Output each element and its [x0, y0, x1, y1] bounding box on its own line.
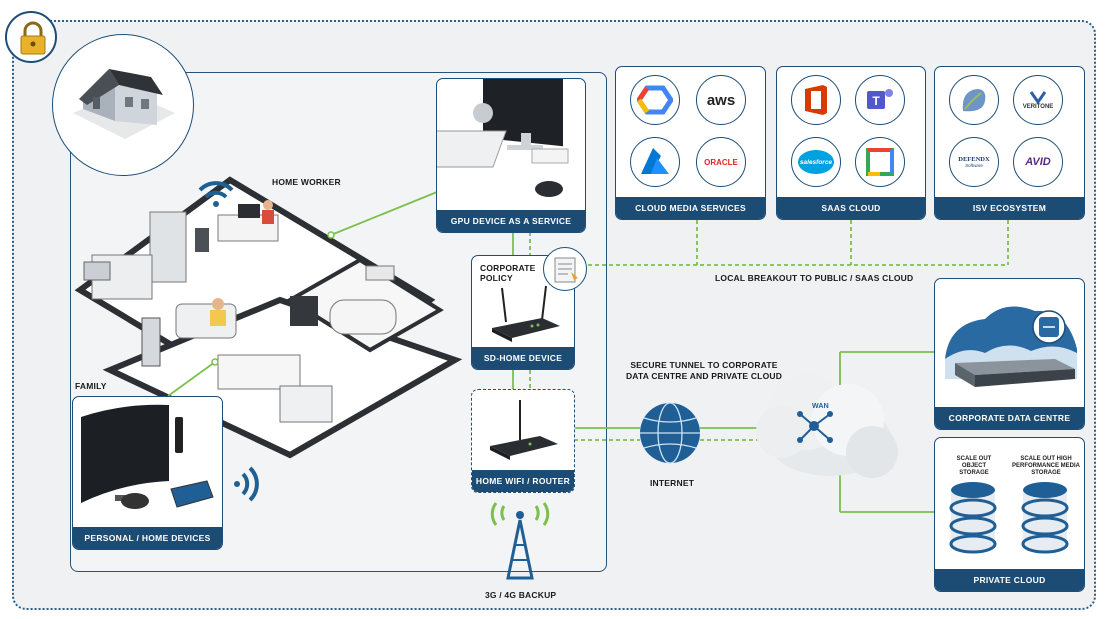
- router-icon: [492, 285, 560, 342]
- saas-cloud-title: SAAS CLOUD: [777, 197, 925, 219]
- storage-icons: [949, 482, 1069, 554]
- saas-cloud-card: T salesforce SAAS CLOUD: [776, 66, 926, 220]
- teams-logo: T: [855, 75, 905, 125]
- oracle-logo: ORACLE: [696, 137, 746, 187]
- isv-ecosystem-title: ISV ECOSYSTEM: [935, 197, 1084, 219]
- object-storage-label: SCALE OUT OBJECT STORAGE: [956, 456, 992, 476]
- defendx-text: DEFENDX: [958, 156, 990, 163]
- private-cloud-card: SCALE OUT OBJECT STORAGE SCALE OUT HIGH …: [934, 437, 1085, 592]
- azure-logo: [630, 137, 680, 187]
- home-worker-label: HOME WORKER: [272, 177, 341, 187]
- tv-devices-icon: [81, 404, 214, 509]
- wifi-router-icon: [490, 400, 558, 460]
- isv-ecosystem-card: VERITONE DEFENDX Software AVID ISV ECOSY…: [934, 66, 1085, 220]
- office-logo: [791, 75, 841, 125]
- house-icon: [52, 34, 194, 176]
- salesforce-text: salesforce: [799, 158, 833, 166]
- backup-label: 3G / 4G BACKUP: [485, 590, 557, 600]
- workstation-icon: [437, 79, 569, 197]
- corporate-dc-card: CORPORATE DATA CENTRE: [934, 278, 1085, 430]
- salesforce-logo: salesforce: [791, 137, 841, 187]
- veritone-logo: VERITONE: [1013, 75, 1063, 125]
- corporate-policy-label: CORPORATE POLICY: [480, 263, 536, 283]
- veritone-text: VERITONE: [1022, 104, 1054, 110]
- cloud-media-card: aws ORACLE CLOUD MEDIA SERVICES: [615, 66, 766, 220]
- policy-document-icon: [543, 247, 587, 291]
- google-workspace-logo: [855, 137, 905, 187]
- google-cloud-logo: [630, 75, 680, 125]
- aws-logo: aws: [696, 75, 746, 125]
- cloud-media-title: CLOUD MEDIA SERVICES: [616, 197, 765, 219]
- internet-label: INTERNET: [650, 478, 695, 488]
- family-label: FAMILY: [75, 381, 107, 391]
- secure-tunnel-label: SECURE TUNNEL TO CORPORATE DATA CENTRE A…: [625, 360, 783, 381]
- svg-text:T: T: [872, 94, 880, 108]
- personal-devices-card: PERSONAL / HOME DEVICES: [72, 396, 223, 550]
- avid-logo: AVID: [1013, 137, 1063, 187]
- defendx-sub: Software: [965, 163, 983, 168]
- gpu-device-card: GPU DEVICE AS A SERVICE: [436, 78, 586, 233]
- isv-leaf-logo: [949, 75, 999, 125]
- defendx-logo: DEFENDX Software: [949, 137, 999, 187]
- sd-home-title: SD-HOME DEVICE: [472, 347, 574, 369]
- wifi-router-title: HOME WIFI / ROUTER: [472, 470, 574, 492]
- wifi-router-card: HOME WIFI / ROUTER: [471, 389, 575, 493]
- media-storage-label: SCALE OUT HIGH PERFORMANCE MEDIA STORAGE: [1011, 456, 1080, 476]
- corporate-dc-title: CORPORATE DATA CENTRE: [935, 407, 1084, 429]
- private-cloud-title: PRIVATE CLOUD: [935, 569, 1084, 591]
- gpu-device-title: GPU DEVICE AS A SERVICE: [437, 210, 585, 232]
- personal-devices-title: PERSONAL / HOME DEVICES: [73, 527, 222, 549]
- datacentre-icon: [945, 306, 1077, 387]
- local-breakout-label: LOCAL BREAKOUT TO PUBLIC / SAAS CLOUD: [715, 273, 914, 283]
- lock-icon: [5, 11, 57, 63]
- wan-label: WAN: [812, 403, 829, 410]
